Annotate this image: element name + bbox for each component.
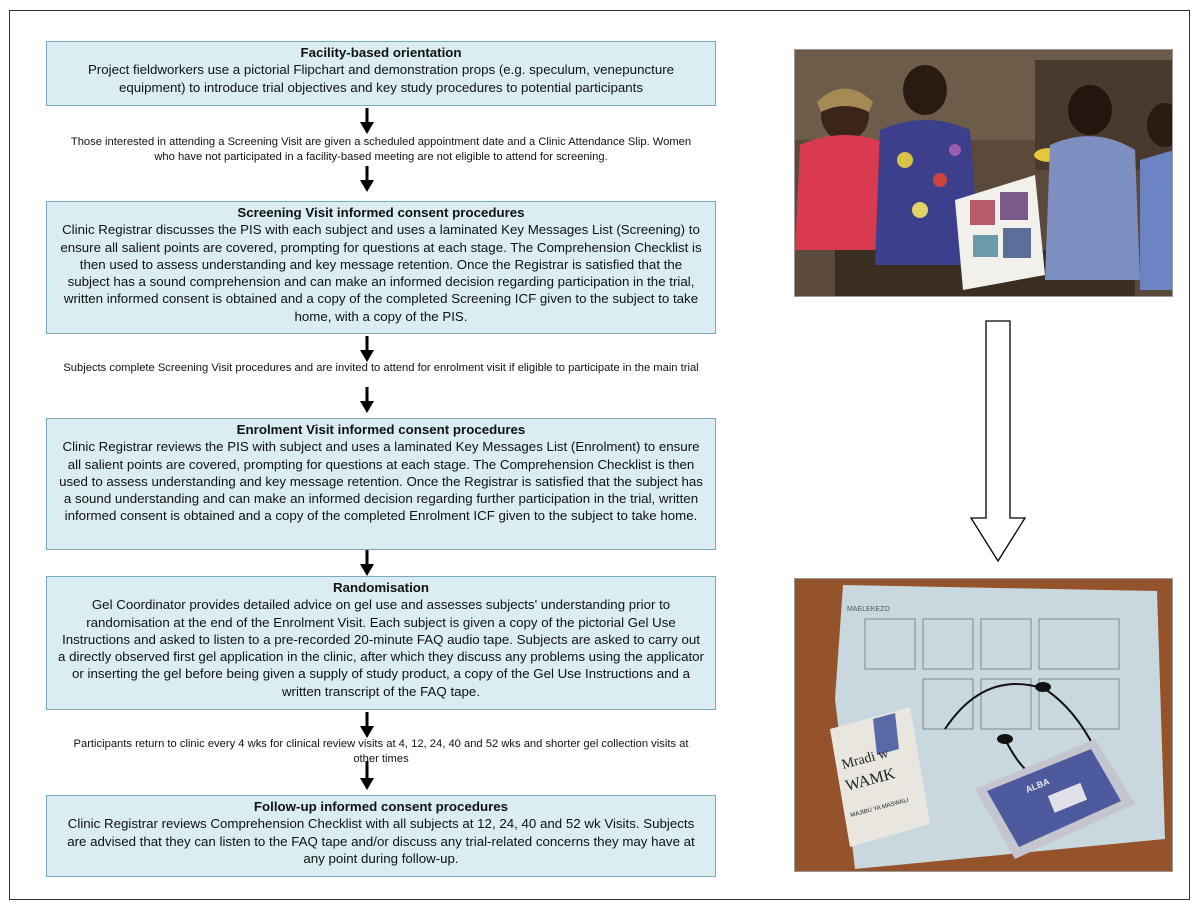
- step-title: Randomisation: [332, 580, 430, 595]
- step-randomisation: Randomisation Gel Coordinator provides d…: [46, 576, 716, 710]
- step-title: Enrolment Visit informed consent procedu…: [236, 422, 526, 437]
- sheet-heading: MAELEKEZO: [847, 606, 890, 613]
- down-arrow-icon: [360, 108, 374, 134]
- step-body: Clinic Registrar reviews the PIS with su…: [59, 439, 703, 524]
- step-enrolment-consent: Enrolment Visit informed consent procedu…: [46, 418, 716, 550]
- step-body: Project fieldworkers use a pictorial Fli…: [87, 62, 675, 95]
- large-down-arrow-icon: [970, 320, 1026, 562]
- step-facility-orientation: Facility-based orientation Project field…: [46, 41, 716, 106]
- step-body: Clinic Registrar discusses the PIS with …: [60, 222, 702, 324]
- gel-instructions-tape-player-photo: MAELEKEZO Mradi w WAMK MAJIBU YA MASWALI…: [794, 578, 1173, 872]
- figure-frame: [9, 10, 1190, 900]
- transition-note: Subjects complete Screening Visit proced…: [63, 362, 699, 374]
- step-title: Screening Visit informed consent procedu…: [237, 205, 525, 220]
- down-arrow-icon: [360, 166, 374, 192]
- down-arrow-icon: [360, 387, 374, 413]
- step-screening-consent: Screening Visit informed consent procedu…: [46, 201, 716, 334]
- step-body: Clinic Registrar reviews Comprehension C…: [67, 816, 695, 866]
- flipchart-meeting-photo: [794, 49, 1173, 297]
- step-title: Facility-based orientation: [300, 45, 462, 60]
- step-body: Gel Coordinator provides detailed advice…: [58, 597, 704, 699]
- step-follow-up-consent: Follow-up informed consent procedures Cl…: [46, 795, 716, 877]
- photo-illustration: [795, 50, 1172, 296]
- down-arrow-icon: [360, 712, 374, 738]
- step-title: Follow-up informed consent procedures: [253, 799, 509, 814]
- transition-note: Participants return to clinic every 4 wk…: [73, 738, 689, 765]
- down-arrow-icon: [360, 550, 374, 576]
- photo-illustration: MAELEKEZO Mradi w WAMK MAJIBU YA MASWALI…: [795, 579, 1172, 871]
- down-arrow-icon: [360, 336, 374, 362]
- down-arrow-icon: [360, 761, 374, 790]
- transition-note: Those interested in attending a Screenin…: [70, 136, 692, 163]
